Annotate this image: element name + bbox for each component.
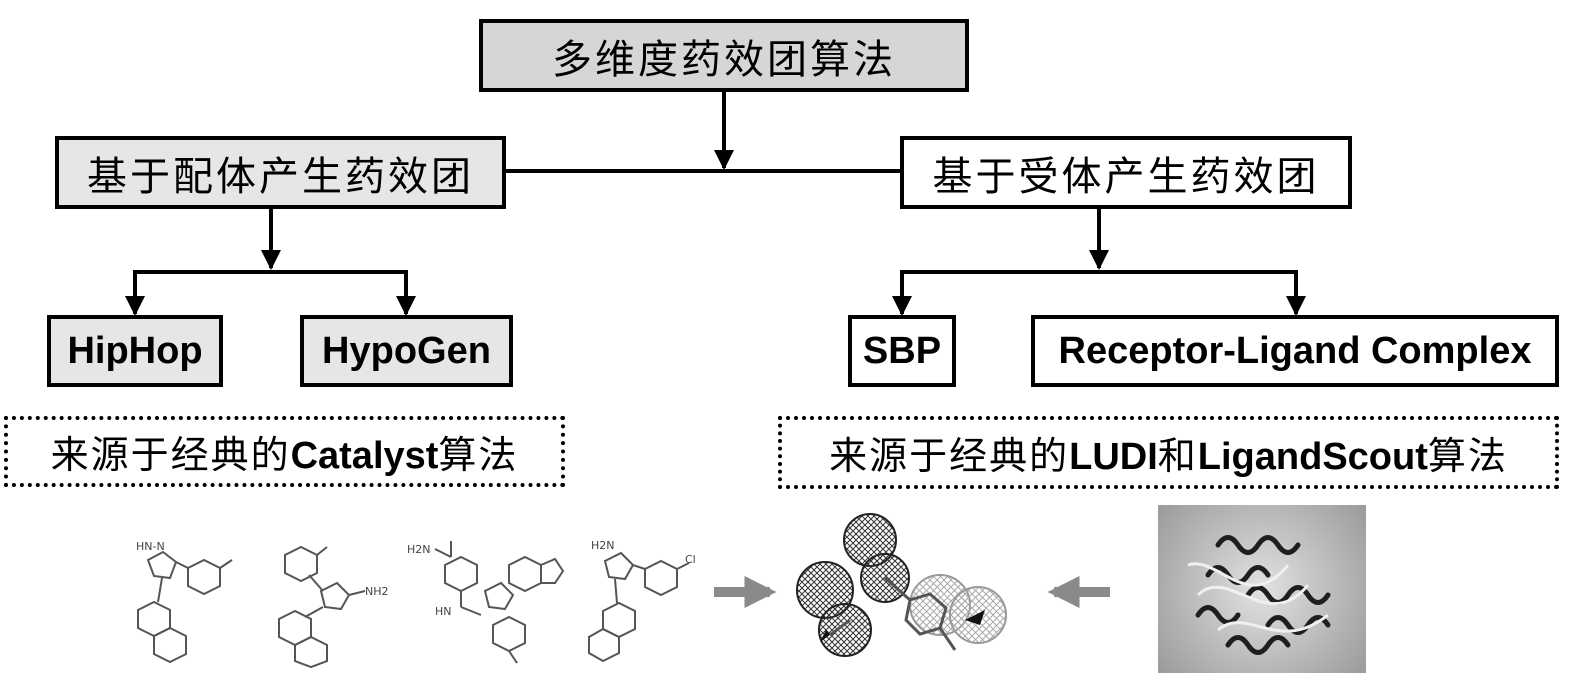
protein-structure-image (1158, 505, 1366, 673)
root-node: 多维度药效团算法 (479, 19, 969, 92)
receptor-ligand-complex-node: Receptor-Ligand Complex (1031, 315, 1559, 387)
receptor-based-label: 基于受体产生药效团 (932, 153, 1320, 200)
ligand-based-label: 基于配体产生药效团 (87, 153, 474, 200)
root-label: 多维度药效团算法 (552, 36, 896, 83)
mol-label-h2n-4: H2N (591, 539, 615, 552)
receptor-based-node: 基于受体产生药效团 (900, 136, 1352, 209)
mol-label-hn: HN-N (136, 540, 165, 553)
molecule-structure-3: H2N HN (407, 541, 565, 664)
mol-label-hn2: HN (435, 605, 452, 618)
mol-label-cl: Cl (685, 553, 696, 566)
hiphop-label: HipHop (67, 329, 203, 372)
sbp-label: SBP (862, 329, 942, 372)
receptor-ligand-complex-label: Receptor-Ligand Complex (1058, 329, 1532, 372)
sbp-node: SBP (848, 315, 956, 387)
catalyst-note-text: 来源于经典的Catalyst算法 (50, 433, 519, 477)
catalyst-note: 来源于经典的Catalyst算法 (4, 416, 565, 487)
ludi-note-text: 来源于经典的LUDI和LigandScout算法 (829, 434, 1508, 478)
hiphop-node: HipHop (47, 315, 223, 387)
molecule-structure-2: NH2 (278, 545, 389, 669)
hypogen-label: HypoGen (322, 329, 491, 372)
mol-label-nh2: NH2 (365, 585, 389, 598)
protein-ribbon-icon (1187, 535, 1331, 655)
molecule-structure-4: H2N Cl (588, 539, 696, 663)
ligand-based-node: 基于配体产生药效团 (55, 136, 506, 209)
pharmacophore-model-image (796, 513, 1007, 657)
ludi-ligandscout-note: 来源于经典的LUDI和LigandScout算法 (778, 416, 1559, 489)
hypogen-node: HypoGen (300, 315, 513, 387)
mol-label-h2n: H2N (407, 543, 431, 556)
molecule-structure-1: HN-N (136, 540, 233, 664)
